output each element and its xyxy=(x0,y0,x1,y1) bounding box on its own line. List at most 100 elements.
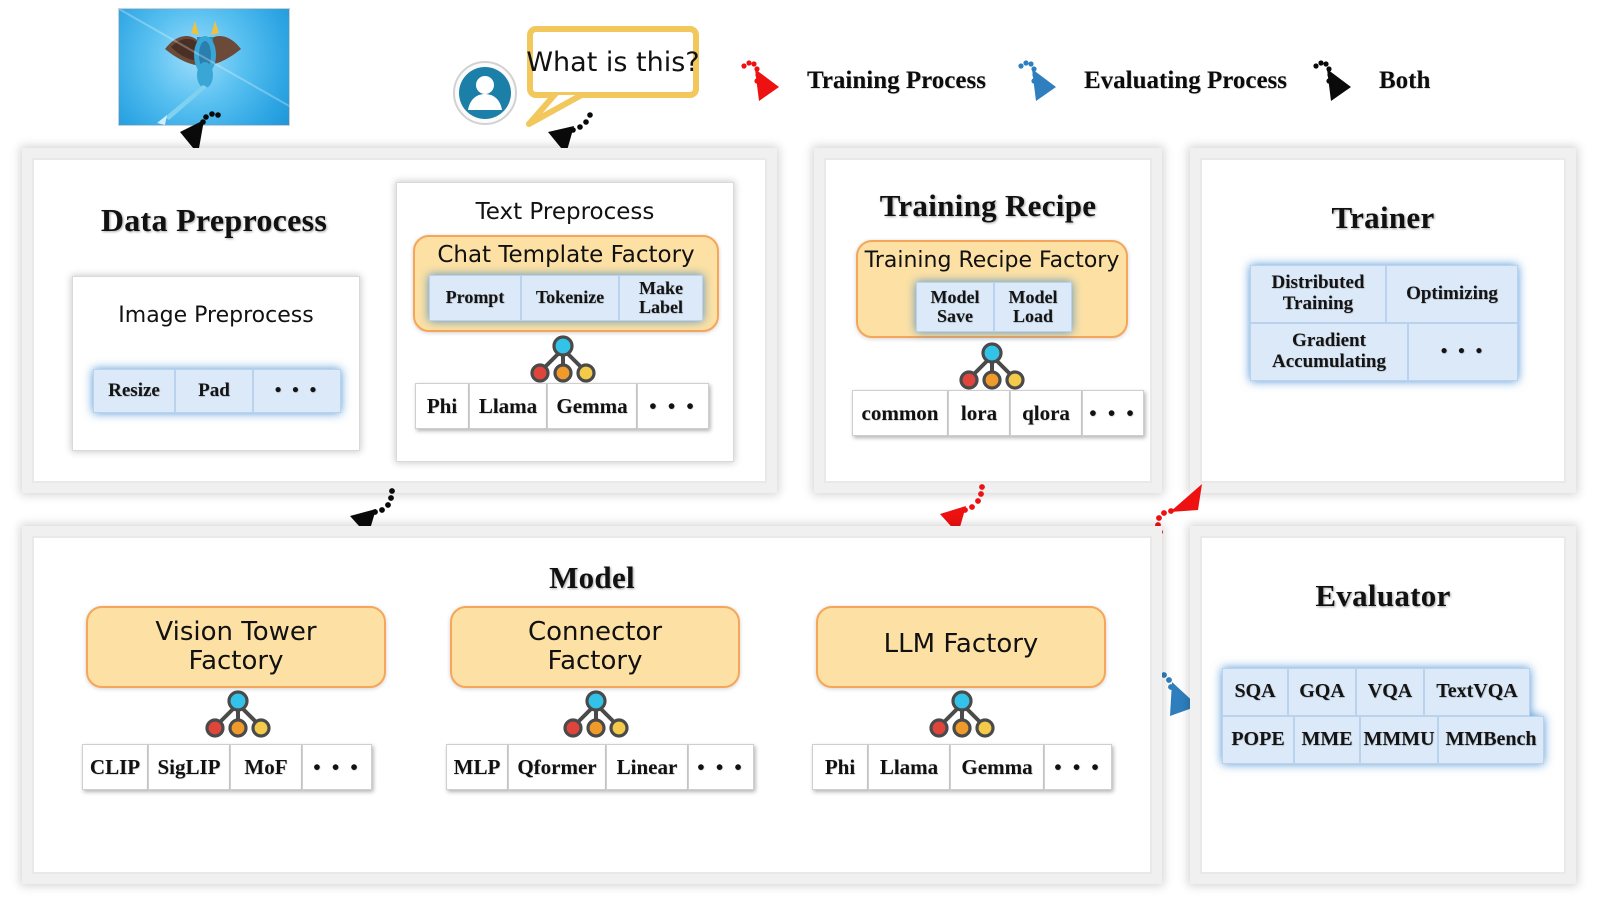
option-recipe-more[interactable]: • • • xyxy=(1082,390,1144,436)
chat-template-factory[interactable]: Chat Template Factory Prompt Tokenize Ma… xyxy=(413,235,719,332)
evaluator-benchmark-grid: SQA GQA VQA TextVQA POPE MME MMMU MMBenc… xyxy=(1222,668,1544,764)
text-preprocess-options: Phi Llama Gemma • • • xyxy=(415,383,709,429)
chip-gradient-accumulating[interactable]: Gradient Accumulating xyxy=(1250,323,1408,381)
chip-image-more[interactable]: • • • xyxy=(253,369,341,413)
model-title: Model xyxy=(549,560,635,595)
chip-model-load[interactable]: Model Load xyxy=(994,282,1072,332)
trainer-title: Trainer xyxy=(1331,200,1435,235)
bubble-tail-icon xyxy=(526,92,590,127)
panel-evaluator: Evaluator SQA GQA VQA TextVQA POPE MME M… xyxy=(1190,526,1576,884)
chip-pad[interactable]: Pad xyxy=(175,369,253,413)
legend-item-both: Both xyxy=(1307,55,1430,107)
option-llm-gemma[interactable]: Gemma xyxy=(950,744,1044,790)
benchmark-pope[interactable]: POPE xyxy=(1222,716,1294,764)
chip-model-save[interactable]: Model Save xyxy=(916,282,994,332)
kite-graphic xyxy=(119,9,289,125)
option-text-more[interactable]: • • • xyxy=(637,383,709,429)
chip-make-label[interactable]: Make Label xyxy=(619,275,703,321)
user-avatar xyxy=(452,60,518,131)
llm-factory-label: LLM Factory xyxy=(883,629,1039,659)
data-preprocess-title: Data Preprocess xyxy=(100,202,328,238)
benchmark-sqa[interactable]: SQA xyxy=(1222,668,1288,716)
option-phi[interactable]: Phi xyxy=(415,383,469,429)
panel-data-preprocess: Data Preprocess Image Preprocess Resize … xyxy=(22,148,777,493)
vision-tower-options: CLIP SigLIP MoF • • • xyxy=(82,744,372,790)
image-preprocess-title: Image Preprocess xyxy=(118,303,314,328)
factory-tree-icon xyxy=(929,690,995,738)
arrow-image-to-preprocess xyxy=(180,111,221,154)
user-question-bubble: What is this? xyxy=(526,26,700,98)
option-common[interactable]: common xyxy=(852,390,948,436)
option-mof[interactable]: MoF xyxy=(230,744,302,790)
panel-training-recipe: Training Recipe Training Recipe Factory … xyxy=(814,148,1162,493)
option-qformer[interactable]: Qformer xyxy=(508,744,606,790)
training-recipe-options: common lora qlora • • • xyxy=(852,390,1144,436)
factory-tree-icon xyxy=(205,690,271,738)
benchmark-mmmu[interactable]: MMMU xyxy=(1360,716,1438,764)
benchmark-gqa[interactable]: GQA xyxy=(1288,668,1356,716)
chip-distributed-training[interactable]: Distributed Training xyxy=(1250,265,1386,323)
legend-item-training: Training Process xyxy=(735,55,986,107)
arrow-question-to-textpreprocess xyxy=(548,112,593,154)
connector-factory[interactable]: Connector Factory xyxy=(450,606,740,688)
connector-factory-label: Connector Factory xyxy=(527,617,663,677)
option-lora[interactable]: lora xyxy=(948,390,1010,436)
llm-factory[interactable]: LLM Factory xyxy=(816,606,1106,688)
option-llama[interactable]: Llama xyxy=(469,383,547,429)
image-preprocess-chip-row: Resize Pad • • • xyxy=(93,369,341,413)
option-siglip[interactable]: SigLIP xyxy=(148,744,230,790)
trainer-chip-grid: Distributed Training Optimizing Gradient… xyxy=(1250,265,1518,381)
option-llm-more[interactable]: • • • xyxy=(1044,744,1112,790)
chip-resize[interactable]: Resize xyxy=(93,369,175,413)
arrow-black-icon xyxy=(1313,60,1351,101)
evaluator-row-2: POPE MME MMMU MMBench xyxy=(1222,716,1544,764)
chip-prompt[interactable]: Prompt xyxy=(429,275,521,321)
evaluator-title: Evaluator xyxy=(1315,578,1451,613)
option-connector-more[interactable]: • • • xyxy=(688,744,754,790)
factory-tree-icon xyxy=(563,690,629,738)
evaluator-row-1: SQA GQA VQA TextVQA xyxy=(1222,668,1544,716)
training-recipe-title: Training Recipe xyxy=(879,188,1097,223)
trainer-chip-row-1: Distributed Training Optimizing xyxy=(1250,265,1518,323)
benchmark-mme[interactable]: MME xyxy=(1294,716,1360,764)
card-text-preprocess: Text Preprocess Chat Template Factory Pr… xyxy=(396,182,734,462)
option-clip[interactable]: CLIP xyxy=(82,744,148,790)
connector-options: MLP Qformer Linear • • • xyxy=(446,744,754,790)
training-recipe-factory-label: Training Recipe Factory xyxy=(864,248,1120,273)
factory-tree-icon xyxy=(959,342,1025,390)
user-question-text: What is this? xyxy=(526,46,700,78)
option-mlp[interactable]: MLP xyxy=(446,744,508,790)
trainer-chip-row-2: Gradient Accumulating • • • xyxy=(1250,323,1518,381)
option-linear[interactable]: Linear xyxy=(606,744,688,790)
card-image-preprocess: Image Preprocess Resize Pad • • • xyxy=(72,276,360,451)
vision-tower-factory[interactable]: Vision Tower Factory xyxy=(86,606,386,688)
user-avatar-icon xyxy=(453,61,517,125)
option-llm-llama[interactable]: Llama xyxy=(868,744,950,790)
training-recipe-factory[interactable]: Training Recipe Factory Model Save Model… xyxy=(856,240,1128,338)
option-gemma[interactable]: Gemma xyxy=(547,383,637,429)
input-image-kite xyxy=(118,8,290,126)
llm-options: Phi Llama Gemma • • • xyxy=(812,744,1112,790)
benchmark-vqa[interactable]: VQA xyxy=(1356,668,1424,716)
factory-tree-icon xyxy=(530,335,596,383)
option-qlora[interactable]: qlora xyxy=(1010,390,1082,436)
legend-label-both: Both xyxy=(1379,67,1431,94)
arrow-blue-icon xyxy=(1018,60,1056,101)
arrow-red-icon xyxy=(741,60,779,101)
vision-tower-factory-label: Vision Tower Factory xyxy=(155,617,317,677)
chip-tokenize[interactable]: Tokenize xyxy=(521,275,619,321)
chat-template-chip-row: Prompt Tokenize Make Label xyxy=(429,275,703,321)
benchmark-mmbench[interactable]: MMBench xyxy=(1438,716,1544,764)
benchmark-textvqa[interactable]: TextVQA xyxy=(1424,668,1530,716)
panel-trainer: Trainer Distributed Training Optimizing … xyxy=(1190,148,1576,493)
chat-template-factory-label: Chat Template Factory xyxy=(437,242,695,268)
legend-label-evaluating: Evaluating Process xyxy=(1084,67,1288,94)
legend-label-training: Training Process xyxy=(807,67,986,94)
option-llm-phi[interactable]: Phi xyxy=(812,744,868,790)
training-recipe-chip-row: Model Save Model Load xyxy=(916,282,1072,332)
chip-trainer-more[interactable]: • • • xyxy=(1408,323,1518,381)
legend-item-evaluating: Evaluating Process xyxy=(1012,55,1287,107)
option-vision-more[interactable]: • • • xyxy=(302,744,372,790)
chip-optimizing[interactable]: Optimizing xyxy=(1386,265,1518,323)
